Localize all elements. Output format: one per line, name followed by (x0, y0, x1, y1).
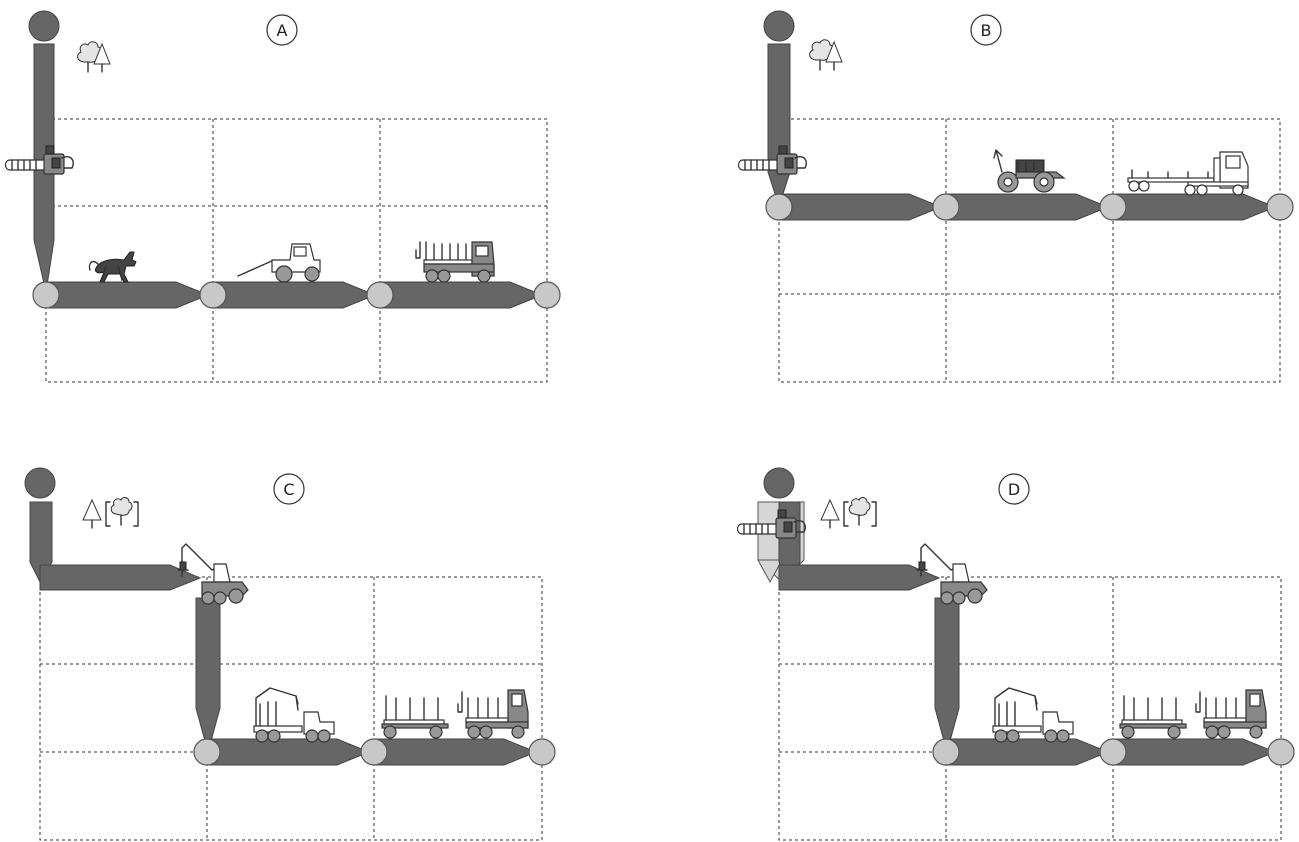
trailer-truck-icon (1127, 151, 1249, 196)
grid-a (45, 118, 548, 383)
panel-label: D (1008, 480, 1020, 499)
log-truck-icon (1119, 689, 1267, 739)
trees-icon (76, 41, 111, 73)
panel-c: C (24, 467, 556, 841)
grapple-skidder-icon (993, 149, 1065, 193)
forwarder-icon (992, 687, 1074, 743)
skidder-icon (237, 243, 321, 283)
trees-icon (82, 496, 139, 529)
log-truck-icon (415, 241, 495, 283)
panel-a: A (4, 10, 561, 383)
panel-d: D (736, 467, 1295, 841)
trees-icon (808, 39, 843, 71)
panel-b: B (737, 10, 1294, 383)
panel-label: B (981, 21, 992, 40)
trees-icon (820, 496, 877, 529)
panel-label: C (283, 480, 294, 499)
forwarder-icon (253, 687, 335, 743)
grid-c (39, 576, 543, 841)
horse-icon (88, 251, 137, 283)
log-truck-icon (381, 689, 529, 739)
panel-label: A (277, 21, 288, 40)
grid-b (778, 118, 1281, 383)
grid-d (778, 576, 1282, 841)
